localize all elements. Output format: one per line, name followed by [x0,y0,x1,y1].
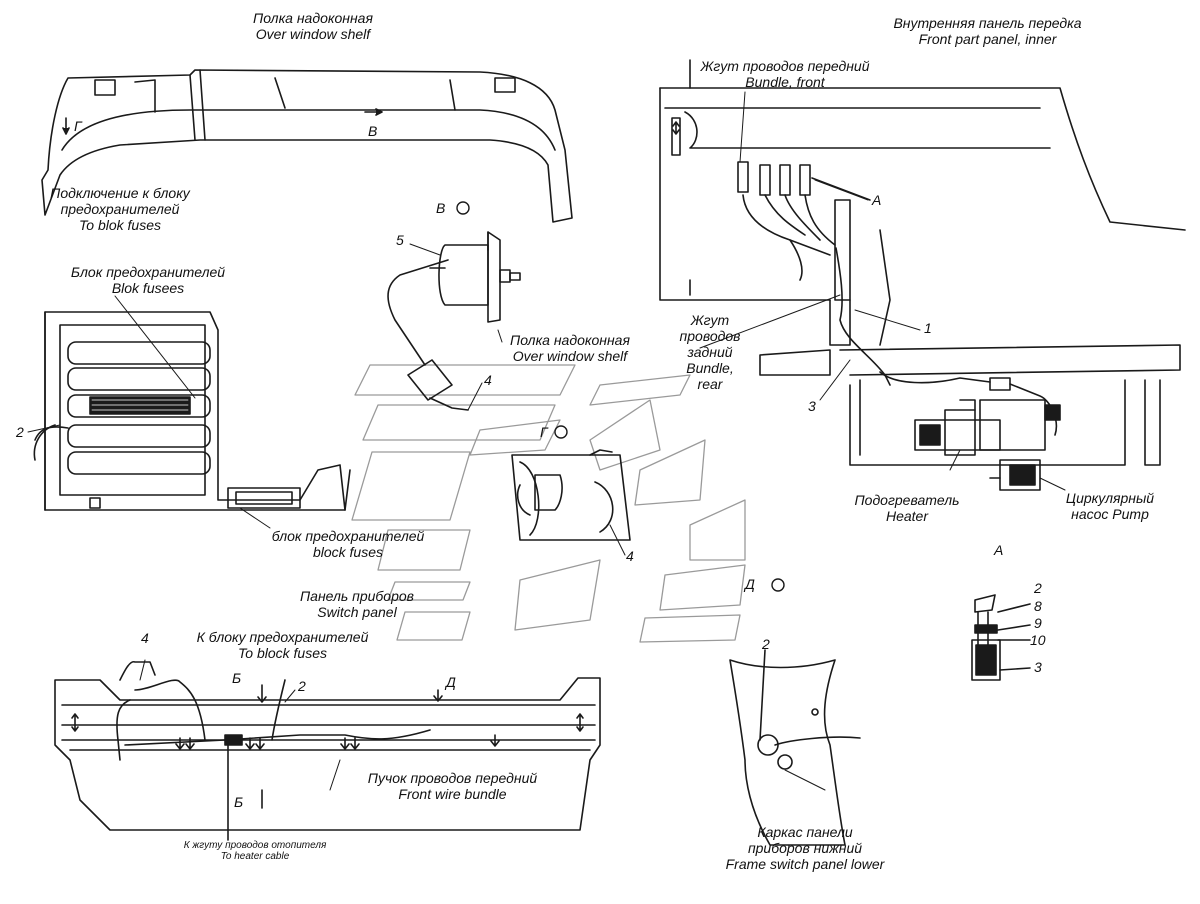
part-5-drawing [387,231,521,411]
to-block-fuses-label: К блоку предохранителей To block fuses [170,629,395,661]
view-markers [456,201,785,592]
callout-5: 5 [396,232,404,248]
view-d-label: Д [745,576,755,592]
switch-panel-ru: Панель приборов [300,588,414,604]
switch-panel-drawing [54,660,601,841]
heater-label: Подогреватель Heater [832,492,982,524]
bundle-front-ru: Жгут проводов передний [700,58,870,74]
bundle-rear-ru-2: проводов [679,328,741,344]
callout-2-frame: 2 [762,636,770,652]
view-d-label-bottom: Д [446,674,456,690]
bundle-front-en: Bundle, front [745,74,825,90]
detail-a-drawing [971,594,1031,681]
front-panel-title-ru: Внутренняя панель передка [893,15,1082,31]
callout-3: 3 [808,398,816,414]
view-v-label: В [436,200,446,216]
fuse-block-title-en: Blok fusees [111,280,185,296]
view-v-label-top: В [368,123,378,139]
fuse-block-lower-label: блок предохранителей block fuses [248,528,448,560]
shelf-title-ru: Полка надоконная [253,10,373,26]
front-wire-en: Front wire bundle [398,786,507,802]
shelf-title: Полка надоконная Over window shelf [228,10,398,42]
frame-en: Frame switch panel lower [725,856,885,872]
bundle-rear-ru-1: Жгут [690,312,730,328]
heater-ru: Подогреватель [854,492,960,508]
front-panel-title-en: Front part panel, inner [918,31,1057,47]
heater-en: Heater [885,508,929,524]
fuse-connection-ru-1: Подключение к блоку [50,185,190,201]
bundle-rear-en-1: Bundle, [686,360,734,376]
fuse-connection-label: Подключение к блоку предохранителей To b… [30,185,210,233]
detail-callout-2: 2 [1034,580,1042,596]
bundle-front-label: Жгут проводов передний Bundle, front [680,58,890,90]
detail-callout-9: 9 [1034,615,1042,631]
shelf-mount-ru: Полка надоконная [510,332,630,348]
frame-ru-1: Каркас панели [757,824,853,840]
detail-a-title: А [994,542,1004,558]
front-panel-drawing [659,59,1186,386]
view-g-label: Г [540,424,548,440]
front-wire-bundle-label: Пучок проводов передний Front wire bundl… [345,770,560,802]
callout-4-bottom: 4 [141,630,149,646]
fuse-block-title-ru: Блок предохранителей [70,264,226,280]
to-block-en: To block fuses [238,645,327,661]
callout-2-bottom: 2 [298,678,306,694]
heater-drawing [759,344,1181,491]
leader-lines [27,91,1066,791]
shelf-title-en: Over window shelf [255,26,371,42]
frame-panel-drawing [729,649,861,846]
detail-callout-10: 10 [1030,632,1046,648]
section-b-bottom: Б [234,794,244,810]
bundle-rear-ru-3: задний [687,344,733,360]
pump-ru: Циркулярный [1065,490,1155,506]
heater-cable-en: To heater cable [220,851,290,862]
fuse-connection-ru-2: предохранителей [60,201,180,217]
block-fuses-ru: блок предохранителей [271,528,425,544]
background-shapes [351,364,746,643]
shelf-mount-en: Over window shelf [512,348,628,364]
switch-panel-en: Switch panel [317,604,397,620]
callout-1: 1 [924,320,932,336]
block-fuses-en: block fuses [312,544,384,560]
heater-cable-ru: К жгуту проводов отопителя [183,840,327,851]
over-window-shelf-drawing [41,69,573,223]
fuse-connection-en: To blok fuses [79,217,161,233]
fuse-block-drawing [33,311,351,511]
view-g-label-top: Г [74,118,82,134]
bundle-rear-en-2: rear [697,376,723,392]
front-wire-ru: Пучок проводов передний [367,770,538,786]
detail-callout-8: 8 [1034,598,1042,614]
pump-label: Циркулярный насос Pump [1045,490,1175,522]
front-panel-title: Внутренняя панель передка Front part pan… [865,15,1110,47]
callout-4-top: 4 [484,372,492,388]
frame-panel-label: Каркас панели приборов нижний Frame swit… [705,824,905,872]
bundle-rear-label: Жгут проводов задний Bundle, rear [670,312,750,392]
heater-cable-label: К жгуту проводов отопителя To heater cab… [155,840,355,862]
bracket-g-drawing [511,449,631,541]
shelf-mount-label: Полка надоконная Over window shelf [500,332,640,364]
fuse-block-title: Блок предохранителей Blok fusees [48,264,248,296]
detail-a-ref: А [872,192,882,208]
detail-callout-3: 3 [1034,659,1042,675]
pump-en: насос Pump [1071,506,1149,522]
callout-2-left: 2 [16,424,24,440]
callout-4-mid: 4 [626,548,634,564]
switch-panel-title: Панель приборов Switch panel [282,588,432,620]
to-block-ru: К блоку предохранителей [196,629,369,645]
section-b-top: Б [232,670,242,686]
frame-ru-2: приборов нижний [747,840,863,856]
